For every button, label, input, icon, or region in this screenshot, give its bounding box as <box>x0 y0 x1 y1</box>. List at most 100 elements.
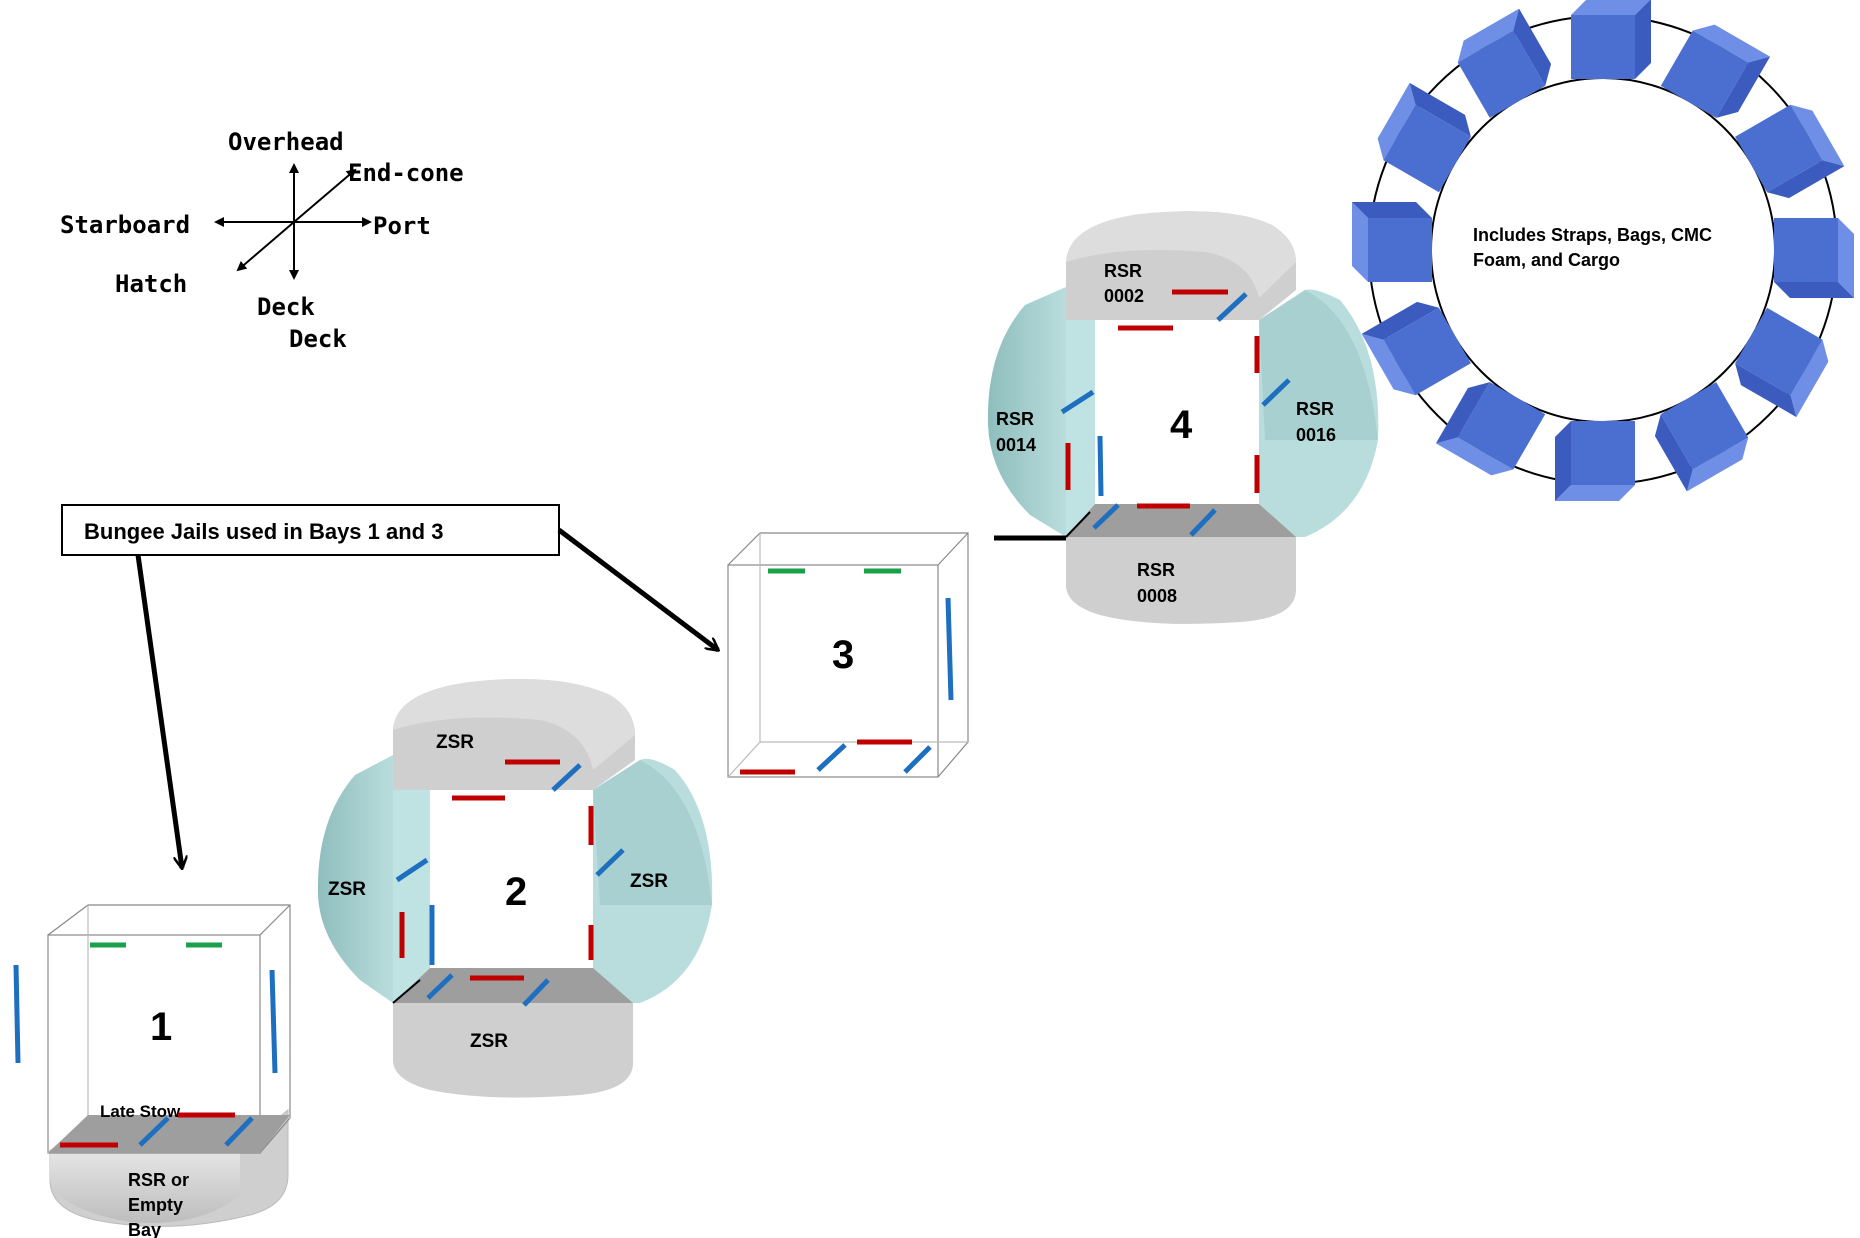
bay4-top-rack-cap <box>1066 211 1296 298</box>
bay2-top-rack-cap <box>393 678 635 770</box>
ring-block-front <box>1774 218 1838 282</box>
bay2-right-label: ZSR <box>630 871 668 892</box>
ring-assembly: Includes Straps, Bags, CMC Foam, and Car… <box>1352 0 1854 501</box>
bay4-strap-blue-top <box>1216 292 1248 322</box>
ring-block-top <box>1571 0 1650 15</box>
ring-block <box>1457 8 1552 118</box>
bay4-bottom-line2: 0008 <box>1137 586 1177 606</box>
ring-block-top <box>1692 24 1771 63</box>
ring-block-side <box>1767 160 1845 199</box>
bay1-number: 1 <box>150 1005 172 1049</box>
port-label: Port <box>373 212 431 240</box>
bay4-right-line1: RSR <box>1296 399 1334 419</box>
ring-block-side <box>1352 202 1432 218</box>
ring-block <box>1654 382 1749 492</box>
ring-block <box>1774 218 1854 298</box>
ring-block-side <box>1513 8 1552 86</box>
bay2-strap-blue-right <box>595 848 625 877</box>
ring-block <box>1352 202 1432 282</box>
bay4-left-line1: RSR <box>996 409 1034 429</box>
ring-block-front <box>1571 15 1635 79</box>
bay2-strap-blue-bottom-1 <box>426 973 454 1000</box>
bay1-strap-blue-left <box>13 964 21 1064</box>
ring-block-side <box>1774 282 1854 298</box>
callout-text: Bungee Jails used in Bays 1 and 3 <box>84 519 443 544</box>
bay3-strap-blue-right <box>945 597 954 701</box>
bay2-left-rack-face <box>393 790 430 1003</box>
bay-3: 3 <box>727 532 969 778</box>
bay1-late-stow: Late Stow <box>100 1102 181 1121</box>
ring-block <box>1571 0 1651 79</box>
ring-label-line2: Foam, and Cargo <box>1473 250 1620 270</box>
orientation-compass: Overhead End-cone Starboard Port Hatch D… <box>60 128 464 353</box>
bay2-strap-blue-left-diag <box>395 857 429 883</box>
ring-block <box>1377 82 1471 193</box>
bay1-strap-blue-diag-1 <box>138 1116 170 1147</box>
starboard-label: Starboard <box>60 211 190 239</box>
bay2-strap-blue-top <box>551 763 582 792</box>
ring-block-top <box>1790 339 1829 418</box>
ring-block-side <box>1361 301 1439 340</box>
ring-block-top <box>1790 104 1845 167</box>
ring-block-top <box>1457 8 1520 63</box>
ring-block-front <box>1368 218 1432 282</box>
ring-block-front <box>1660 30 1749 118</box>
bay2-edge <box>392 979 421 1004</box>
bay4-inner <box>1095 320 1259 504</box>
ring-block-top <box>1361 333 1416 396</box>
bay2-left-rack <box>317 755 393 1003</box>
ring-block <box>1735 104 1845 199</box>
overhead-label: Overhead <box>228 128 344 156</box>
end-cone-arrow <box>293 168 357 223</box>
ring-blocks <box>1352 0 1854 501</box>
bay4-strap-blue-left <box>1097 435 1104 497</box>
bay3-strap-blue-diag-1 <box>816 743 847 772</box>
ring-label-line1: Includes Straps, Bags, CMC <box>1473 225 1712 245</box>
bay4-right-rack-shade <box>1259 290 1378 440</box>
bay4-number: 4 <box>1170 403 1193 447</box>
callout-arrow-bay3 <box>557 528 718 650</box>
bay1-strap-blue-right <box>269 969 278 1074</box>
bay2-right-rack-shade <box>593 760 712 905</box>
ring-block-top <box>1352 202 1368 282</box>
ring-block-side <box>1435 382 1490 444</box>
ring-block <box>1660 24 1771 118</box>
ring-block <box>1361 301 1471 396</box>
ring-block-top <box>1377 82 1416 161</box>
bay3-number: 3 <box>832 633 854 677</box>
bay4-top-line2: 0002 <box>1104 286 1144 306</box>
ring-block-side <box>1555 421 1571 501</box>
bay4-deck-plate <box>1066 504 1296 537</box>
deck-label-2: Deck <box>289 325 347 353</box>
bay2-bottom-rack <box>393 1003 633 1098</box>
bay1-bottom-line2: Empty <box>128 1195 183 1215</box>
ring-block <box>1435 382 1546 476</box>
ring-block-front <box>1735 307 1823 396</box>
bay4-right-line2: 0016 <box>1296 425 1336 445</box>
bay1-bottom-line1: RSR or <box>128 1170 189 1190</box>
ring-block-top <box>1838 218 1854 298</box>
deck-label-1: Deck <box>257 293 315 321</box>
ring-block-front <box>1571 421 1635 485</box>
callout-arrow-bay1 <box>135 554 182 868</box>
ring-block-side <box>1716 56 1771 118</box>
bay4-top-line1: RSR <box>1104 261 1142 281</box>
bay2-inner <box>430 790 593 968</box>
bay1-strap-blue-diag-2 <box>224 1116 254 1147</box>
ring-block <box>1735 307 1829 418</box>
bay4-left-rack <box>987 287 1066 537</box>
ring-block-side <box>1654 414 1693 492</box>
ring-block-front <box>1383 307 1471 396</box>
bay4-strap-blue-bottom-2 <box>1189 508 1217 537</box>
ring-block-front <box>1660 382 1749 470</box>
hatch-arrow <box>236 221 295 272</box>
bay4-edge <box>1065 511 1091 538</box>
bay4-bottom-line1: RSR <box>1137 560 1175 580</box>
bay-1: 1 Late Stow RSR or Empty Bay <box>13 904 291 1238</box>
bay2-strap-blue-bottom-2 <box>522 978 550 1007</box>
ring-block-side <box>1409 82 1471 137</box>
ring-block-front <box>1383 104 1471 193</box>
ring-block <box>1555 421 1635 501</box>
ring-block-top <box>1435 437 1514 476</box>
